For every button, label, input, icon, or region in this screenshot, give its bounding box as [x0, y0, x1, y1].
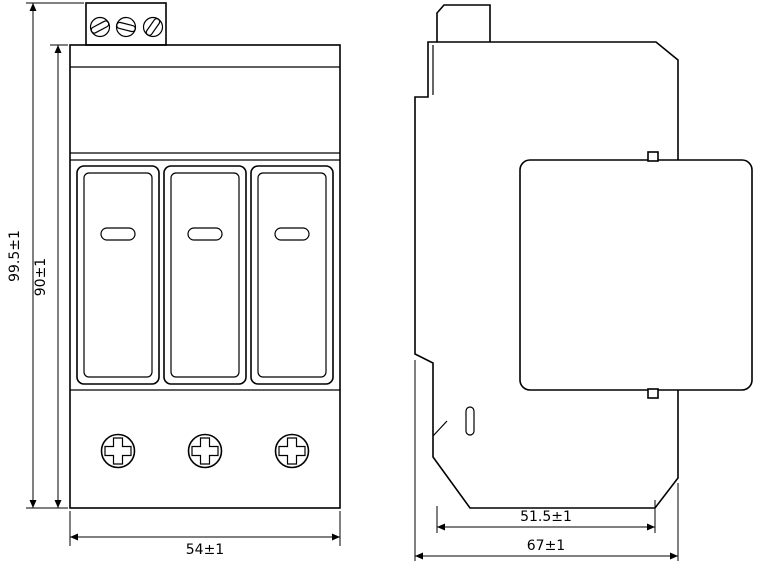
module-status-window: [274, 227, 310, 241]
protection-module-3: [250, 165, 334, 385]
terminal-screw-1: [89, 16, 111, 38]
terminal-screw-slot: [145, 18, 161, 36]
screw-head: [100, 433, 136, 469]
dim-overall-height: 99.5±1: [7, 2, 84, 509]
protection-module-1: [76, 165, 160, 385]
module-latch-top: [647, 151, 659, 162]
dimension-label-width: 54±1: [186, 542, 224, 558]
dim-width: 54±1: [69, 511, 341, 558]
protection-module-2: [163, 165, 247, 385]
arrowhead: [54, 500, 62, 508]
module-body: [250, 165, 334, 385]
bottom-screw-2: [187, 433, 223, 469]
phillips-cross-slot: [278, 437, 306, 465]
arrowhead: [54, 45, 62, 53]
release-slot: [465, 406, 475, 436]
module-latch-bottom: [647, 388, 659, 399]
module-face: [83, 172, 153, 378]
screw-head: [274, 433, 310, 469]
side-view: 51.5±1 67±1: [414, 4, 753, 561]
dim-inner-depth: 51.5±1: [436, 500, 656, 533]
arrowhead: [29, 500, 37, 508]
module-side-body: [519, 159, 753, 391]
bottom-screw-1: [100, 433, 136, 469]
terminal-screw-head: [115, 16, 137, 38]
arrowhead: [29, 3, 37, 11]
module-status-window: [100, 227, 136, 241]
screw-head: [187, 433, 223, 469]
bottom-screw-3: [274, 433, 310, 469]
dim-body-height: 90±1: [33, 44, 68, 508]
module-status-window: [187, 227, 223, 241]
module-body: [76, 165, 160, 385]
terminal-screw-head: [89, 16, 111, 38]
dimension-label-body-height: 90±1: [33, 258, 49, 296]
module-body: [163, 165, 247, 385]
front-view: 99.5±1 90±1 54±1: [7, 2, 341, 558]
phillips-cross-slot: [104, 437, 132, 465]
arrowhead: [332, 533, 340, 541]
module-face: [257, 172, 327, 378]
arrowhead: [437, 523, 445, 531]
module-face: [170, 172, 240, 378]
clip-notch-line: [432, 420, 448, 437]
terminal-screw-slot: [116, 21, 136, 33]
arrowhead: [647, 523, 655, 531]
phillips-cross-slot: [191, 437, 219, 465]
arrowhead: [70, 533, 78, 541]
dimension-label-overall-depth: 67±1: [527, 538, 565, 554]
device-body: [69, 44, 341, 509]
terminal-screw-slot: [90, 20, 110, 34]
din-rail-tab: [436, 4, 491, 42]
terminal-screw-3: [142, 16, 164, 38]
dim-overall-depth: 67±1: [414, 360, 679, 561]
arrowhead: [670, 552, 678, 560]
terminal-screw-2: [115, 16, 137, 38]
side-profile-outline: [414, 41, 679, 509]
dimension-label-overall-height: 99.5±1: [7, 230, 23, 282]
dimension-label-inner-depth: 51.5±1: [520, 509, 572, 525]
terminal-screw-head: [142, 16, 164, 38]
arrowhead: [415, 552, 423, 560]
